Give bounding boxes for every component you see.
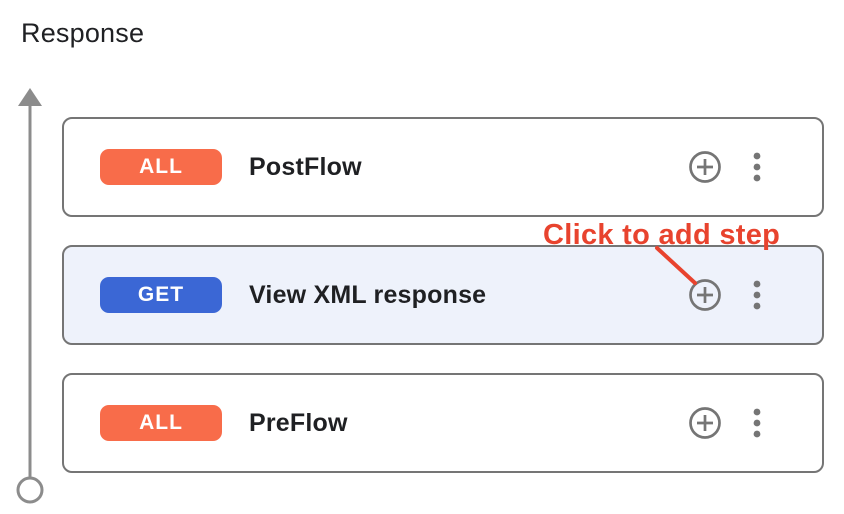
plus-circle-icon — [689, 151, 721, 183]
plus-circle-icon — [689, 279, 721, 311]
page-title: Response — [21, 18, 145, 48]
add-step-button[interactable] — [687, 277, 723, 313]
up-arrow-icon — [18, 88, 42, 106]
add-step-button[interactable] — [687, 149, 723, 185]
flow-label: View XML response — [249, 280, 487, 309]
card-actions — [687, 277, 762, 313]
method-badge: GET — [100, 277, 222, 313]
flow-card-view-xml-response[interactable]: GET View XML response — [62, 245, 824, 345]
flow-label: PostFlow — [249, 152, 362, 181]
kebab-menu-icon — [753, 280, 761, 310]
card-actions — [687, 405, 762, 441]
annotation-click-to-add-step: Click to add step — [543, 219, 781, 251]
flow-card-postflow[interactable]: ALL PostFlow — [62, 117, 824, 217]
more-menu-button[interactable] — [752, 407, 762, 439]
plus-circle-icon — [689, 407, 721, 439]
flow-card-preflow[interactable]: ALL PreFlow — [62, 373, 824, 473]
kebab-menu-icon — [753, 408, 761, 438]
circle-terminal-icon — [16, 476, 44, 504]
kebab-menu-icon — [753, 152, 761, 182]
more-menu-button[interactable] — [752, 279, 762, 311]
more-menu-button[interactable] — [752, 151, 762, 183]
method-badge: ALL — [100, 149, 222, 185]
add-step-button[interactable] — [687, 405, 723, 441]
card-actions — [687, 149, 762, 185]
flow-label: PreFlow — [249, 408, 348, 437]
method-badge: ALL — [100, 405, 222, 441]
